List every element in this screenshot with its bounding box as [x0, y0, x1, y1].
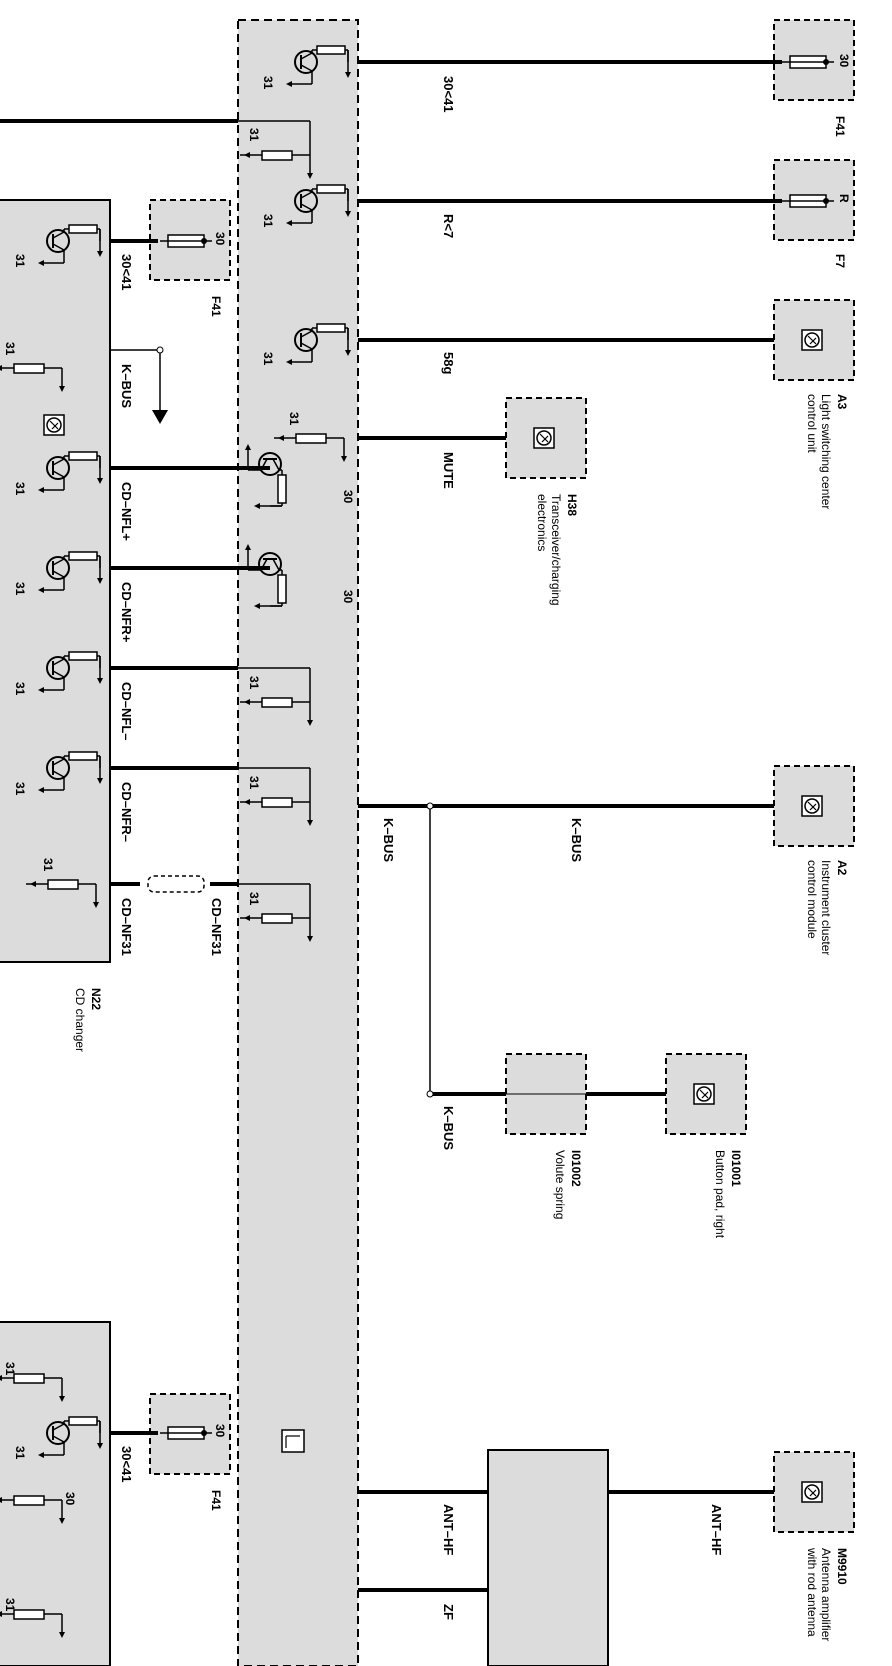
fuse-f41-bottom: 30 F41 [149, 1393, 231, 1511]
wire-r7: R<7 [441, 214, 456, 238]
rotary-knob-icon [533, 427, 555, 449]
i01001-code: I01001 [729, 1150, 743, 1187]
f41-top-pin: 30 [837, 54, 851, 68]
pin-31: 31 [247, 892, 261, 906]
pin-31: 31 [3, 1598, 17, 1612]
f7-code: F7 [833, 254, 847, 268]
rotary-knob-icon [43, 414, 65, 436]
pin-31: 31 [13, 782, 27, 796]
a3-desc-1: Light switching center [819, 394, 833, 509]
m9910-desc-2: with rod antenna [805, 1547, 819, 1637]
component-h38: H38 Transceiver/charging electronics [505, 397, 587, 606]
a3-code: A3 [835, 394, 849, 410]
cd-sig-nfl-minus: CD–NFL– [119, 682, 134, 741]
arrow-down-icon [152, 410, 168, 424]
h38-desc-2: electronics [535, 494, 549, 551]
fuse-f7: R F7 [773, 159, 855, 268]
pin-31: 31 [13, 482, 27, 496]
i01002-desc: Volute spring [553, 1150, 567, 1219]
component-i01001: I01001 Button pad, right [665, 1053, 747, 1239]
rotary-knob-icon [693, 1083, 715, 1105]
pin-31: 31 [261, 214, 275, 228]
cd-sig-nfr-minus: CD–NFR– [119, 782, 134, 842]
f7-pin: R [837, 194, 851, 203]
h38-code: H38 [565, 494, 579, 516]
pin-31: 31 [13, 1446, 27, 1460]
wire-58g: 58g [441, 352, 456, 374]
f41-top-code: F41 [833, 116, 847, 137]
antenna-block [487, 1449, 609, 1666]
pin-31: 31 [261, 352, 275, 366]
cd-sig-kbus: K–BUS [119, 364, 134, 408]
wire-ant-hf-1: ANT–HF [441, 1504, 456, 1555]
component-a2: A2 Instrument cluster control module [773, 765, 855, 955]
wire-kbus-i: K–BUS [441, 1106, 456, 1150]
cd-sig-30-41-bottom: 30<41 [119, 1446, 134, 1483]
cd-sig-nfr-plus: CD–NFR+ [119, 582, 134, 643]
cd-changer-panel [0, 199, 111, 963]
pin-30: 30 [341, 490, 355, 504]
main-unit-panel [237, 19, 359, 1666]
wire-mute: MUTE [441, 452, 456, 489]
pin-31: 31 [3, 1362, 17, 1376]
wire-30-41: 30<41 [441, 76, 456, 113]
f41-mid-code: F41 [209, 296, 223, 317]
m9910-code: M9910 [835, 1548, 849, 1585]
rotary-knob-icon [801, 1481, 823, 1503]
a3-desc-2: control unit [805, 394, 819, 453]
f41-bot-pin: 30 [213, 1424, 227, 1438]
pin-31: 31 [13, 582, 27, 596]
wire-kbus-a2: K–BUS [569, 818, 584, 862]
n22-code: N22 [89, 988, 103, 1010]
pin-30: 30 [341, 590, 355, 604]
component-i01002: I01002 Volute spring [505, 1053, 587, 1219]
h38-desc-1: Transceiver/charging [549, 494, 563, 606]
i01002-code: I01002 [569, 1150, 583, 1187]
fuse-f41-top: 30 F41 [773, 19, 855, 137]
pin-31: 31 [13, 682, 27, 696]
a2-code: A2 [835, 860, 849, 876]
a2-desc-2: control module [805, 860, 819, 939]
pin-31: 31 [261, 76, 275, 90]
m9910-desc-1: Antenna amplifier [819, 1548, 833, 1641]
wire-ant-hf-2: ANT–HF [709, 1504, 724, 1555]
pin-31: 31 [287, 412, 301, 426]
component-m9910: M9910 Antenna amplifier with rod antenna [773, 1451, 855, 1641]
pin-31: 31 [13, 254, 27, 268]
a2-desc-1: Instrument cluster [819, 860, 833, 955]
n22-desc: CD changer [73, 988, 87, 1052]
pin-30: 30 [63, 1492, 77, 1506]
pin-31: 31 [41, 858, 55, 872]
rotary-knob-icon [801, 795, 823, 817]
wire-zf: ZF [441, 1604, 456, 1620]
pin-31: 31 [3, 342, 17, 356]
f41-mid-pin: 30 [213, 232, 227, 246]
cd-sig-nfl-plus: CD–NFL+ [119, 482, 134, 541]
display-icon [281, 1429, 305, 1453]
cd-sig-30-41: 30<41 [119, 254, 134, 291]
component-a3: A3 Light switching center control unit [773, 299, 855, 509]
cd-sig-nf31-a: CD–NF31 [119, 898, 134, 956]
rotary-knob-icon [801, 329, 823, 351]
pin-31: 31 [247, 128, 261, 142]
f41-bot-code: F41 [209, 1490, 223, 1511]
i01001-desc: Button pad, right [713, 1150, 727, 1239]
wire-kbus-main: K–BUS [381, 818, 396, 862]
pin-31: 31 [247, 676, 261, 690]
fuse-f41-mid: 30 F41 [149, 199, 231, 317]
cd-sig-nf31-b: CD–NF31 [209, 898, 224, 956]
pin-31: 31 [247, 776, 261, 790]
